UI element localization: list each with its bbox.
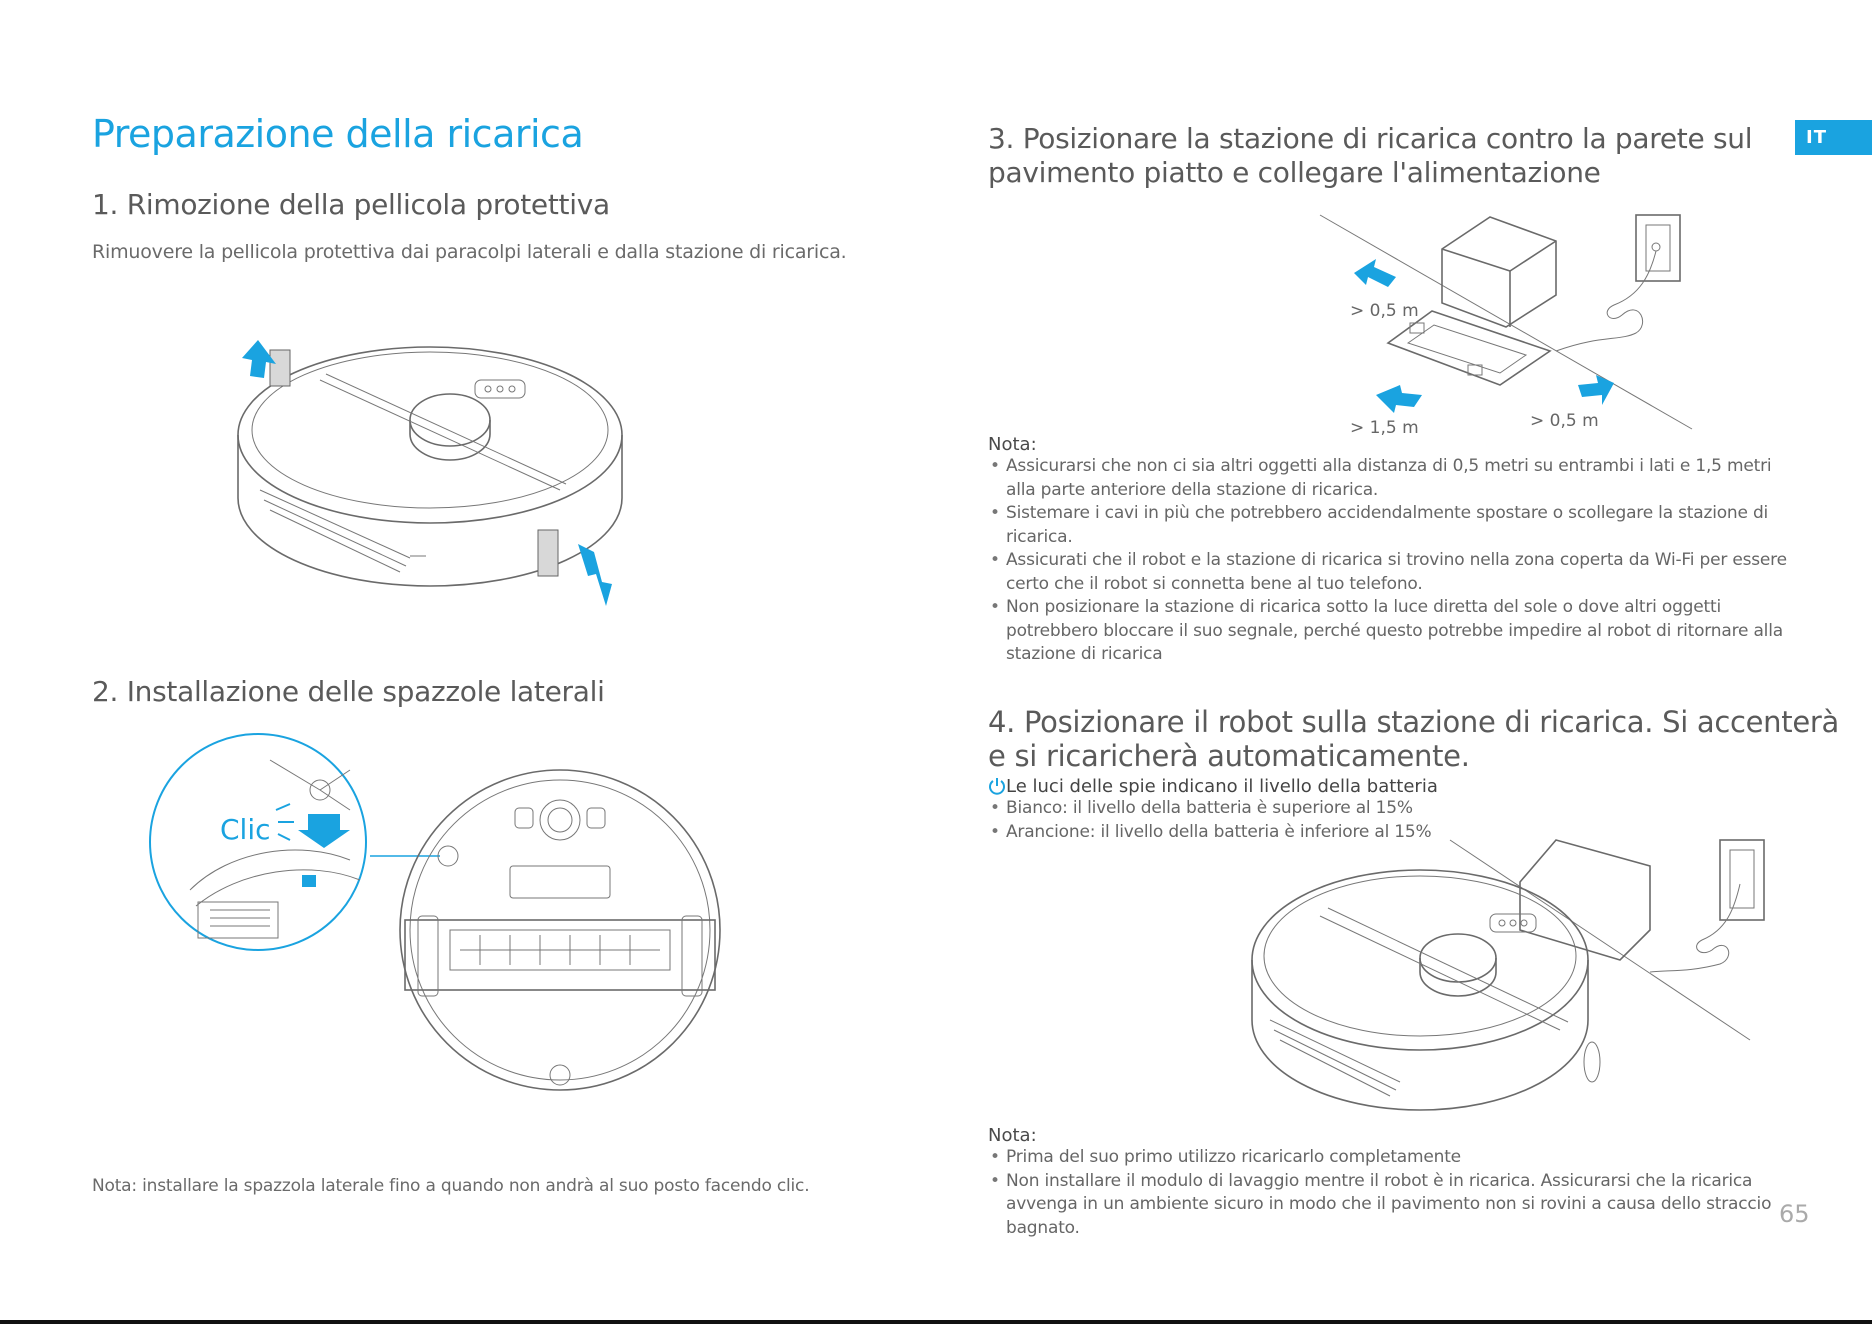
battery-indicator-title: Le luci delle spie indicano il livello d… [988, 776, 1438, 797]
power-icon [989, 778, 1005, 795]
page-title: Preparazione della ricarica [92, 112, 584, 156]
bottom-divider [0, 1320, 1872, 1324]
section3-heading-line2: pavimento piatto e collegare l'alimentaz… [988, 156, 1601, 189]
language-tab: IT [1795, 120, 1872, 155]
section1-text: Rimuovere la pellicola protettiva dai pa… [92, 241, 847, 263]
list-item: Prima del suo primo utilizzo ricaricarlo… [988, 1146, 1788, 1170]
list-item: Assicurarsi che non ci sia altri oggetti… [988, 455, 1788, 502]
list-item: Assicurati che il robot e la stazione di… [988, 549, 1788, 596]
section2-heading: 2. Installazione delle spazzole laterali [92, 675, 605, 708]
page-number: 65 [1779, 1200, 1810, 1228]
side-brush-illustration [149, 733, 721, 1091]
battery-indicator-list: Bianco: il livello della batteria è supe… [988, 797, 1488, 844]
dim-front-label: > 1,5 m [1350, 418, 1419, 438]
section4-note-label: Nota: [988, 1125, 1037, 1146]
list-item: Sistemare i cavi in più che potrebbero a… [988, 502, 1788, 549]
section4-heading-line2: e si ricaricherà automaticamente. [988, 739, 1470, 773]
section3-heading-line1: 3. Posizionare la stazione di ricarica c… [988, 122, 1753, 155]
dim-left-label: > 0,5 m [1350, 301, 1419, 321]
section3-heading: 3. Posizionare la stazione di ricarica c… [988, 122, 1753, 190]
list-item: Non posizionare la stazione di ricarica … [988, 596, 1788, 667]
section4-heading: 4. Posizionare il robot sulla stazione d… [988, 705, 1839, 773]
robot-on-dock-illustration [1251, 839, 1765, 1111]
section4-heading-line1: 4. Posizionare il robot sulla stazione d… [988, 705, 1839, 739]
section4-notes-list: Prima del suo primo utilizzo ricaricarlo… [988, 1146, 1788, 1240]
list-item: Bianco: il livello della batteria è supe… [988, 797, 1488, 821]
battery-indicator-title-text: Le luci delle spie indicano il livello d… [1006, 776, 1438, 797]
section2-note: Nota: installare la spazzola laterale fi… [92, 1176, 810, 1196]
dock-placement-illustration: > 0,5 m > 1,5 m > 0,5 m [1319, 214, 1693, 438]
robot-film-removal-illustration [237, 340, 623, 606]
section3-notes-list: Assicurarsi che non ci sia altri oggetti… [988, 455, 1788, 667]
section1-heading: 1. Rimozione della pellicola protettiva [92, 188, 610, 221]
list-item: Arancione: il livello della batteria è i… [988, 821, 1488, 845]
dim-right-label: > 0,5 m [1530, 411, 1599, 431]
list-item: Non installare il modulo di lavaggio men… [988, 1170, 1788, 1241]
section3-note-label: Nota: [988, 434, 1037, 455]
clic-label: Clic [220, 813, 271, 846]
